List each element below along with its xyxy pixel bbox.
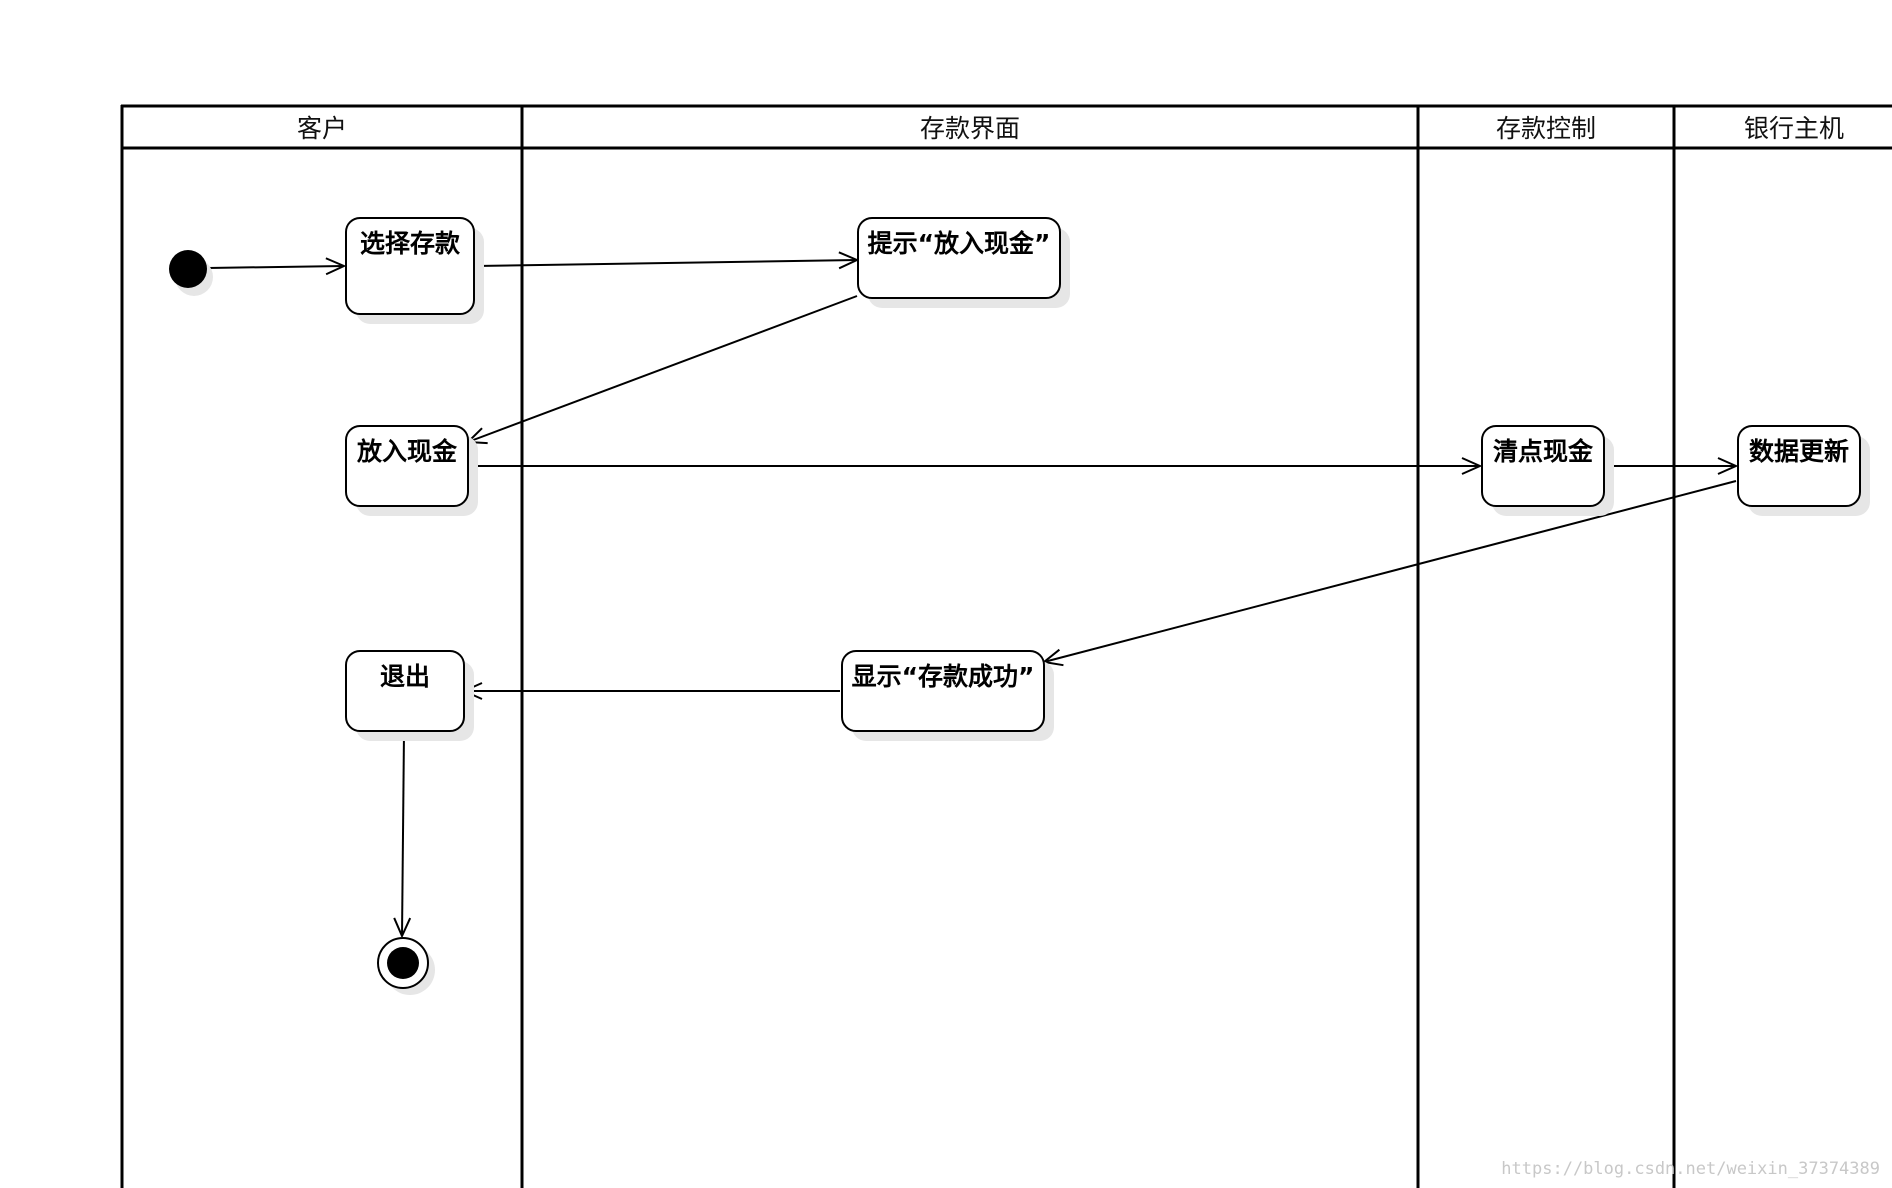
watermark-text: https://blog.csdn.net/weixin_37374389 [1501,1159,1880,1179]
node-box [841,650,1045,732]
action-prompt-cash: 提示“放入现金” [857,217,1070,308]
node-box [345,425,469,507]
action-count-cash: 清点现金 [1481,425,1614,516]
action-select-deposit: 选择存款 [345,217,484,324]
flow-arrow-update-to-success [1044,480,1737,662]
initial-node [169,250,213,296]
flow-edges [207,260,1737,936]
initial-node-dot [169,250,207,288]
flow-arrow-prompt-to-insert [468,295,858,442]
flow-arrow-start-to-select [207,266,344,268]
node-label: 清点现金 [1493,437,1594,466]
lane-title-deposit-ui: 存款界面 [920,114,1020,143]
lane-title-bank-host: 银行主机 [1744,114,1844,143]
final-node [377,937,435,995]
node-label: 显示“存款成功” [852,662,1035,691]
action-exit: 退出 [345,650,474,741]
node-box [345,217,475,315]
lane-title-customer: 客户 [297,114,347,143]
flow-arrow-exit-to-end [402,731,404,936]
node-box [1481,425,1605,507]
node-box [345,650,465,732]
node-label: 提示“放入现金” [868,229,1051,258]
action-show-success: 显示“存款成功” [841,650,1054,741]
lane-headers: 客户 存款界面 存款控制 银行主机 [297,114,1844,143]
action-insert-cash: 放入现金 [345,425,478,516]
node-box [1737,425,1861,507]
node-box [857,217,1061,299]
final-node-dot [387,947,419,979]
node-label: 放入现金 [356,437,458,466]
flow-arrow-select-to-prompt [475,260,857,266]
action-update-data: 数据更新 [1737,425,1870,516]
swimlane-frame [120,104,1892,1188]
node-label: 数据更新 [1749,437,1849,466]
node-label: 退出 [380,662,430,691]
node-label: 选择存款 [360,229,461,258]
lane-title-deposit-control: 存款控制 [1496,114,1596,143]
